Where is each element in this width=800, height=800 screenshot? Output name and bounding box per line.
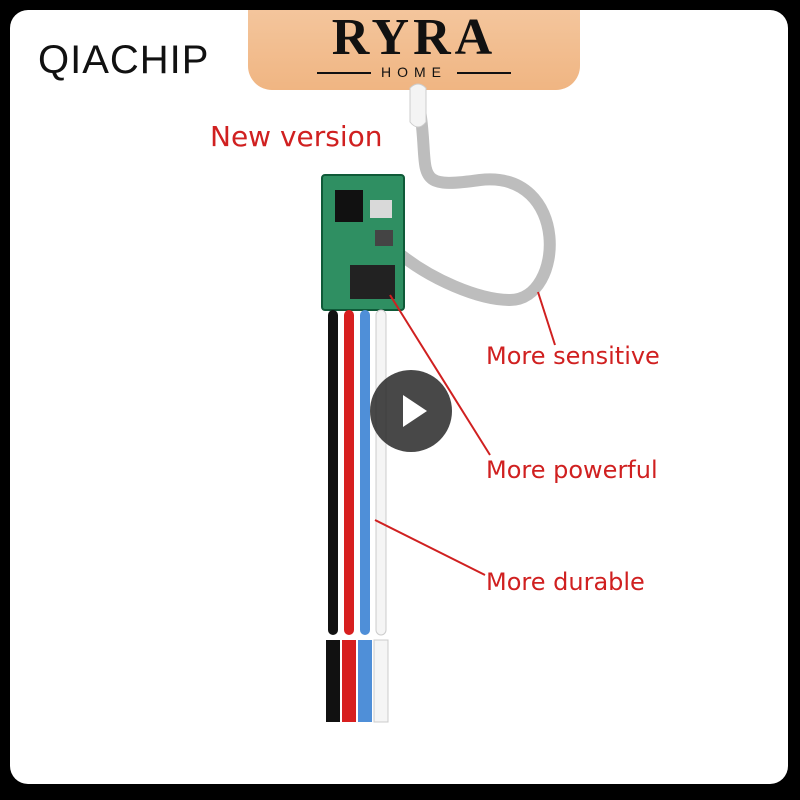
powerful-callout-line [389,294,491,456]
new-version-label: New version [210,120,383,153]
red-wire [344,310,354,635]
red-end [342,640,356,722]
antenna-tip [409,83,427,128]
sensitive-callout-line [537,291,556,346]
product-image: QIACHIP RYRA HOME New version More sensi… [10,10,788,784]
powerful-label: More powerful [486,456,658,484]
crystal [370,200,392,218]
black-end [326,640,340,722]
white-end [373,639,389,723]
logo-main: RYRA [331,10,497,66]
brand-logo: RYRA HOME [248,10,580,90]
logo-sub: HOME [248,64,580,80]
blue-wire [360,310,370,635]
chip [335,190,363,222]
antenna-wire [389,104,556,307]
brand-name: QIACHIP [38,38,210,82]
play-icon[interactable] [370,370,452,452]
durable-label: More durable [486,568,645,596]
receiver-module-illustration [321,83,556,723]
blue-end [358,640,372,722]
button [375,230,393,246]
black-wire [328,310,338,635]
sensitive-label: More sensitive [486,342,660,370]
durable-callout-line [374,519,486,576]
white-wire [375,309,387,636]
relay [350,265,395,299]
